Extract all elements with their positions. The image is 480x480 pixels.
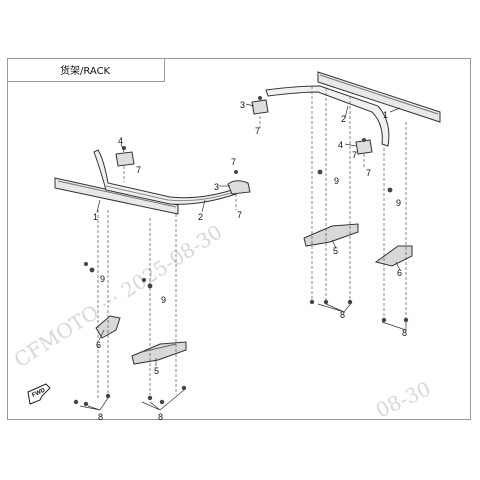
right-rack-tube [265,85,390,147]
callout-left-nut-8a: 8 [98,412,103,422]
callout-left-tube: 2 [198,212,203,222]
callout-right-screw-7b: 7 [352,150,357,160]
callout-right-screw-7c: 7 [366,168,371,178]
right-bracket-4 [355,139,373,155]
left-bracket-4 [115,151,135,167]
callout-left-plate-5: 5 [154,366,159,376]
callout-right-nut-8a: 8 [340,310,345,320]
callout-right-bolt-9b: 9 [396,198,401,208]
callout-left-bolt-9a: 9 [100,274,105,284]
right-plate-6 [374,245,413,267]
watermark-corner: 08-30 [372,376,434,422]
diagram-frame [7,58,471,420]
callout-right-bar: 1 [383,110,388,120]
callout-left-screw-7b: 7 [231,157,236,167]
callout-left-screw-7c: 7 [237,210,242,220]
title-box [7,58,165,82]
callout-left-bracket-a: 3 [214,182,219,192]
right-plate-5 [303,223,359,247]
callout-right-plate-5: 5 [333,246,338,256]
callout-left-plate-6: 6 [96,340,101,350]
callout-left-nut-8b: 8 [158,412,163,422]
callout-right-bolt-9a: 9 [334,176,339,186]
callout-left-bolt-9b: 9 [161,295,166,305]
callout-left-screw-7a: 7 [136,165,141,175]
fwd-arrow-icon: FWD [27,383,51,405]
callout-right-plate-6: 6 [397,268,402,278]
callout-left-bracket-b: 4 [118,136,123,146]
callout-right-bracket-a: 3 [240,100,245,110]
left-bracket-3 [227,180,251,195]
page-title: 货架/RACK [60,66,111,77]
left-plate-5 [131,341,187,365]
callout-right-screw-7a: 7 [255,126,260,136]
callout-right-nut-8b: 8 [402,328,407,338]
fwd-label: FWD [31,387,47,398]
watermark-text: CFMOTO ··· 2025-08-30 [10,220,227,372]
callout-left-bar: 1 [93,212,98,222]
right-bracket-3 [251,99,269,115]
callout-right-bracket-b: 4 [338,140,343,150]
callout-right-tube: 2 [341,114,346,124]
